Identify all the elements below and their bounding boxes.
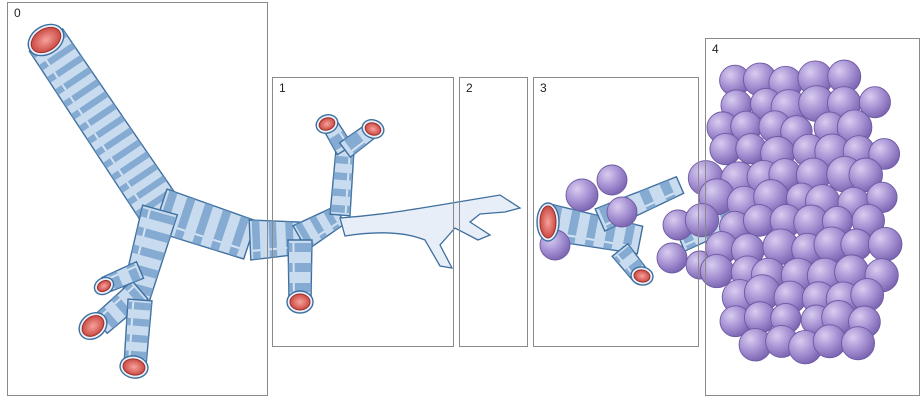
panel-1-label: 1 <box>279 81 286 95</box>
panel-0-label: 0 <box>14 6 21 20</box>
panel-4: 4 <box>705 38 920 396</box>
panel-1: 1 <box>272 77 454 347</box>
panel-0: 0 <box>7 2 268 396</box>
panel-4-label: 4 <box>712 42 719 56</box>
panel-3: 3 <box>533 77 699 347</box>
panel-2-label: 2 <box>466 81 473 95</box>
panel-2: 2 <box>459 77 528 347</box>
panel-3-label: 3 <box>540 81 547 95</box>
